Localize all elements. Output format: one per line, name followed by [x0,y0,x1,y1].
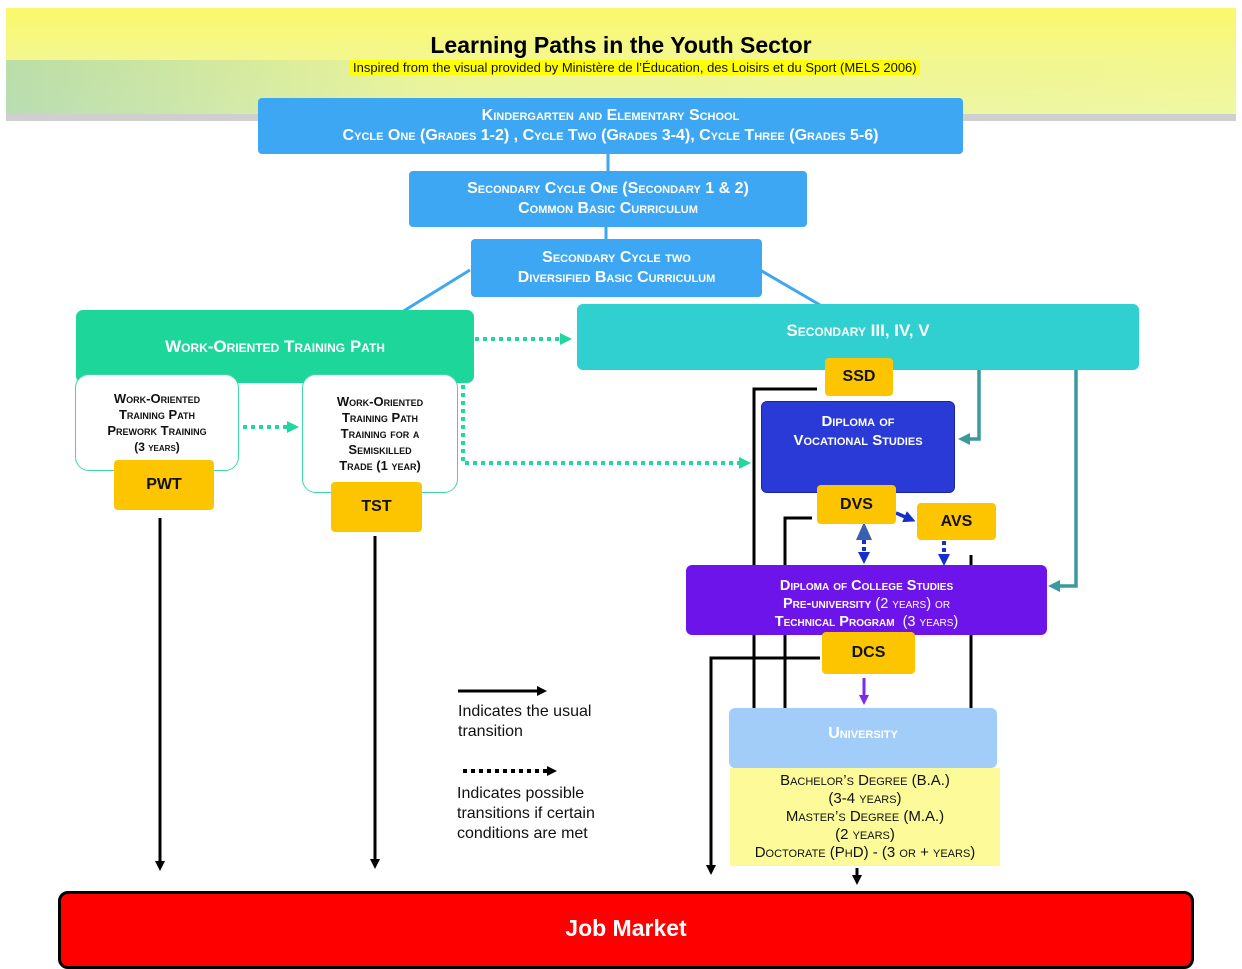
semiskilled-line1: Work-Oriented [336,393,424,409]
dcs-label: DCS [851,644,886,661]
university-label: University [828,725,898,742]
secondary-cycle-two-line1: Secondary Cycle two [542,249,691,266]
vocational-studies-box: Diploma of Vocational Studies [761,401,955,493]
line-ssd-down [749,387,817,865]
college-line2c: or [931,596,951,612]
degrees-line1: Bachelor’s Degree (B.A.) [780,772,950,789]
connector-cycle2-secondary345 [759,268,821,307]
kindergarten-line1: Kindergarten and Elementary School [481,107,740,124]
semiskilled-line4: Semiskilled [348,441,412,457]
degrees-line2: (3-4 years) [828,790,902,807]
avs-badge: AVS [917,503,996,540]
semiskilled-training-box: Work-Oriented Training Path Training for… [302,374,458,493]
arrow-secondary-dvs [958,370,981,445]
degrees-box: Bachelor’s Degree (B.A.) (3-4 years) Mas… [730,768,1000,866]
legend-dotted-text: Indicates possible transitions if certai… [457,784,595,844]
legend-dotted-line2: transitions if certain [457,805,595,822]
legend-solid-text: Indicates the usual transition [458,702,591,742]
college-line1: Diploma of College Studies [779,578,954,594]
secondary-cycle-two-line2: Diversified Basic Curriculum [517,269,716,286]
kindergarten-elementary-box: Kindergarten and Elementary School Cycle… [258,98,963,154]
degrees-line4: (2 years) [835,826,895,843]
prework-line2: Training Path [118,406,196,422]
college-line3b: (3 years) [894,614,959,630]
secondary-3-4-5-label: Secondary III, IV, V [786,321,930,340]
prework-training-box: Work-Oriented Training Path Prework Trai… [75,374,239,471]
legend-solid-line1: Indicates the usual [458,703,592,720]
legend-solid-line2: transition [458,723,523,740]
pwt-badge: PWT [114,460,214,510]
university-box: University [729,708,997,768]
dvs-label: DVS [840,495,873,513]
secondary-cycle-one-box: Secondary Cycle One (Secondary 1 & 2) Co… [409,171,807,227]
semiskilled-line2: Training Path [341,409,419,425]
vocational-line2: Vocational Studies [793,432,923,449]
degrees-line3: Master’s Degree (M.A.) [785,808,945,825]
semiskilled-line5: Trade (1 year) [339,457,421,473]
college-line2b: (2 years) [871,596,932,612]
semiskilled-line3: Training for a [340,425,420,441]
line-dcs-down [706,656,820,875]
connector-cycle2-workpath [401,268,471,314]
college-line3: Technical Program (3 years) [686,613,1047,631]
arrow-college-dvs-up [856,522,872,540]
dvs-badge: DVS [817,485,896,524]
dotted-arrow-semiskilled-dvs [461,385,751,469]
kindergarten-line2: Cycle One (Grades 1-2) , Cycle Two (Grad… [342,127,879,144]
college-line2: Pre-university (2 years) or [686,595,1047,613]
vocational-line1: Diploma of [821,413,895,430]
secondary-cycle-one-line2: Common Basic Curriculum [518,200,698,217]
ssd-label: SSD [842,368,876,385]
arrow-dvs-avs [895,511,916,523]
avs-label: AVS [940,512,973,530]
tst-label: TST [361,498,392,515]
pwt-label: PWT [146,476,182,493]
diagram-title: Learning Paths in the Youth Sector [430,32,812,58]
legend-dotted-line1: Indicates possible [457,785,585,802]
degrees-line5: Doctorate (PhD) - (3 or + years) [754,844,976,861]
job-market-box: Job Market [58,891,1194,969]
tst-badge: TST [331,482,422,532]
secondary-cycle-two-box: Secondary Cycle two Diversified Basic Cu… [471,239,762,297]
legend-dotted-line3: conditions are met [457,825,588,842]
college-line2a: Pre-university [782,596,872,612]
job-market-label: Job Market [565,915,687,941]
secondary-cycle-one-line1: Secondary Cycle One (Secondary 1 & 2) [467,180,749,197]
ssd-badge: SSD [825,358,893,396]
dcs-badge: DCS [822,632,915,674]
prework-line1: Work-Oriented [113,390,201,406]
prework-line4: (3 years) [134,439,180,454]
college-studies-box: Diploma of College Studies Pre-universit… [686,565,1047,635]
work-oriented-path-box: Work-Oriented Training Path [76,310,474,383]
work-oriented-path-label: Work-Oriented Training Path [165,336,385,356]
college-line3a: Technical Program [774,614,895,630]
diagram-subtitle: Inspired from the visual provided by Min… [350,60,920,75]
prework-line3: Prework Training [107,422,207,438]
arrow-secondary-college [1048,368,1078,592]
